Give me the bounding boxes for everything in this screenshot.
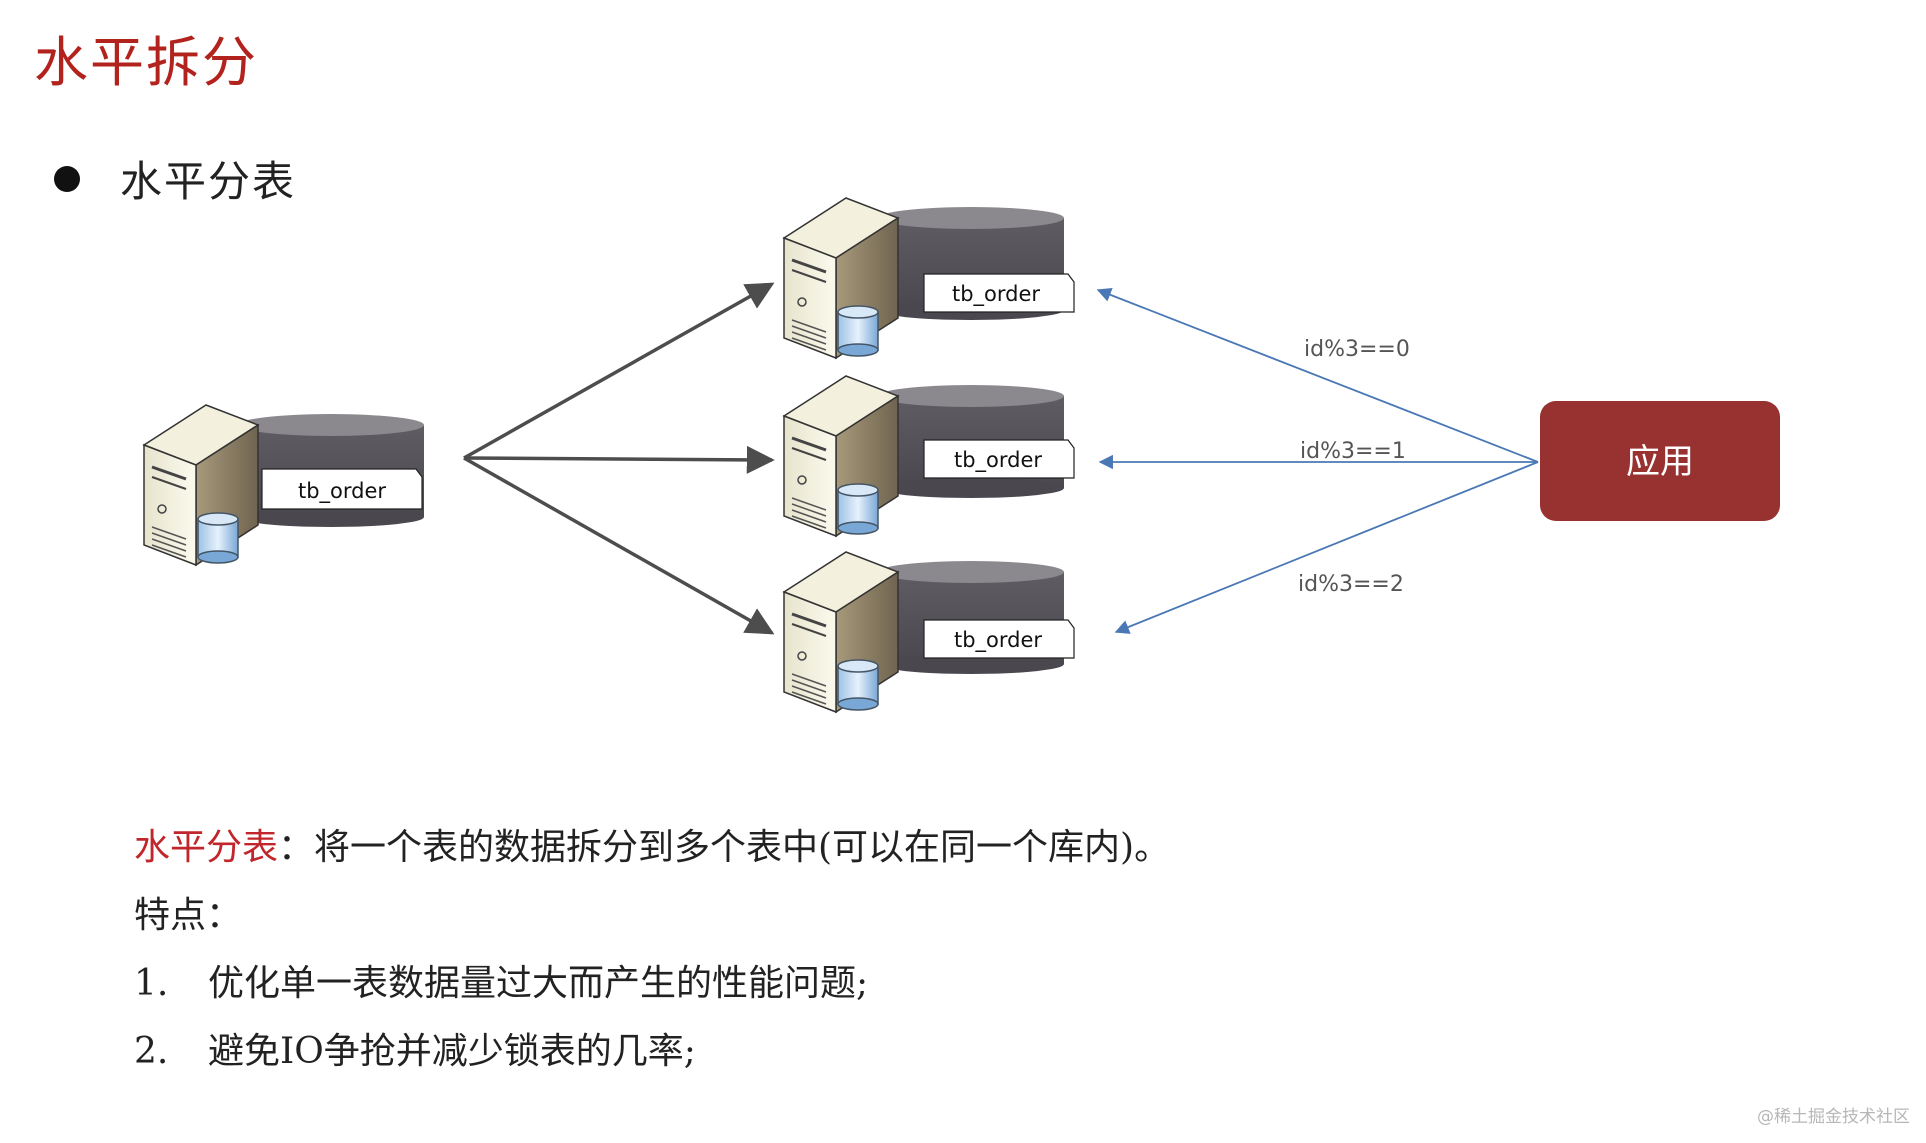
feature-text-1: 优化单一表数据量过大而产生的性能问题; [208,963,869,1004]
features-label: 特点： [134,895,243,936]
route-condition-1: id%3==1 [1300,439,1406,464]
feature-text-2: 避免IO争抢并减少锁表的几率; [208,1031,696,1072]
shard-table-label-3: tb_order [954,628,1042,653]
split-arrow-1 [463,282,775,460]
feature-number-2: 2. [134,1031,169,1072]
bullet-dot-icon [54,165,80,192]
description-block: 水平分表：将一个表的数据拆分到多个表中(可以在同一个库内)。 特点： 1. 优化单… [134,814,1170,1086]
application-box [1540,401,1780,521]
shard-table-label-1: tb_order [952,282,1040,307]
route-arrow-3 [1114,461,1539,634]
shard-table-label-box-3 [923,619,1075,659]
route-condition-0: id%3==0 [1304,337,1410,362]
application-label: 应用 [1626,442,1694,482]
page-title: 水平拆分 [34,31,258,94]
bullet-item: 水平分表 [54,148,296,209]
source-table-label: tb_order [298,479,386,504]
shard-table-label-box-1 [923,273,1075,313]
definition-line: 水平分表：将一个表的数据拆分到多个表中(可以在同一个库内)。 [134,814,1170,882]
shard-table-label-box-2 [923,439,1075,479]
feature-item-1: 1. 优化单一表数据量过大而产生的性能问题; [134,950,1170,1018]
split-arrow-2 [463,445,775,474]
definition-term: 水平分表 [134,827,279,868]
source-server-db: tb_order [142,403,426,567]
shard-server-db-1: tb_order [782,196,1075,360]
source-table-label-box [261,468,423,510]
split-arrow-3 [463,456,775,635]
shard-server-db-3: tb_order [782,550,1075,714]
route-condition-2: id%3==2 [1298,572,1404,597]
route-arrow-1 [1096,288,1539,463]
feature-item-2: 2. 避免IO争抢并减少锁表的几率; [134,1018,1170,1086]
shard-table-label-2: tb_order [954,448,1042,473]
watermark: @稀土掘金技术社区 [1757,1107,1910,1127]
bullet-text: 水平分表 [120,157,297,206]
shard-server-db-2: tb_order [782,374,1075,538]
feature-number-1: 1. [134,963,169,1004]
definition-text: ：将一个表的数据拆分到多个表中(可以在同一个库内)。 [278,827,1171,868]
